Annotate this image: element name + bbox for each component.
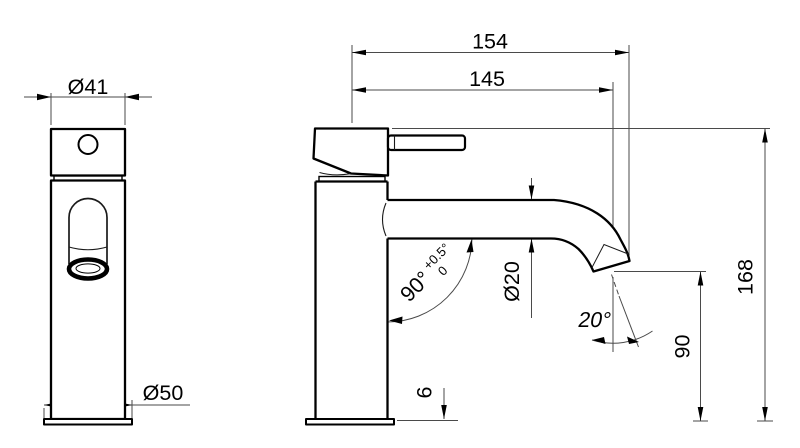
side-spout-root-fillet [381,202,387,237]
label-outlet-angle: 20° [576,307,613,332]
front-spout-inner-edge [68,246,108,251]
label-outlet-reach: 145 [469,67,505,91]
dim-overall-height [392,128,773,422]
front-head-button [77,134,99,155]
label-base-plate-height: 6 [413,386,437,398]
side-handle-head [312,127,390,177]
side-head-joint-line [319,172,351,176]
side-body-column [314,180,389,419]
dim-head-diameter [24,93,152,125]
front-base-plate [43,418,133,426]
dim-reach [351,45,630,265]
side-aerator-lines [591,243,630,268]
label-spout-diameter: Ø20 [500,261,524,302]
label-overall-height: 168 [734,259,758,295]
label-outlet-height: 90 [671,335,695,359]
front-spout-arch [68,197,108,264]
label-spout-angle-tol-lower: 0 [435,263,451,279]
dim-spout-diameter [528,178,535,318]
side-base-plate [305,418,395,426]
dim-spout-angle [387,237,474,324]
dim-outlet-height [614,271,708,422]
label-head-diameter: Ø41 [68,75,109,99]
side-lever-handle [386,134,467,152]
front-view [43,127,133,426]
side-view [305,127,631,426]
dim-base-plate-height [397,388,458,421]
dimension-layer [24,45,773,422]
front-aerator-opening [75,263,101,274]
label-base-diameter: Ø50 [143,381,184,405]
label-spout-angle-group: 90° +0.5° 0 [396,240,453,306]
front-aerator-ring [66,257,110,281]
label-overall-reach: 154 [472,30,508,54]
front-handle-head [49,127,127,177]
side-spout [387,198,631,273]
front-body-column [49,179,127,421]
dim-outlet-angle [591,274,653,352]
